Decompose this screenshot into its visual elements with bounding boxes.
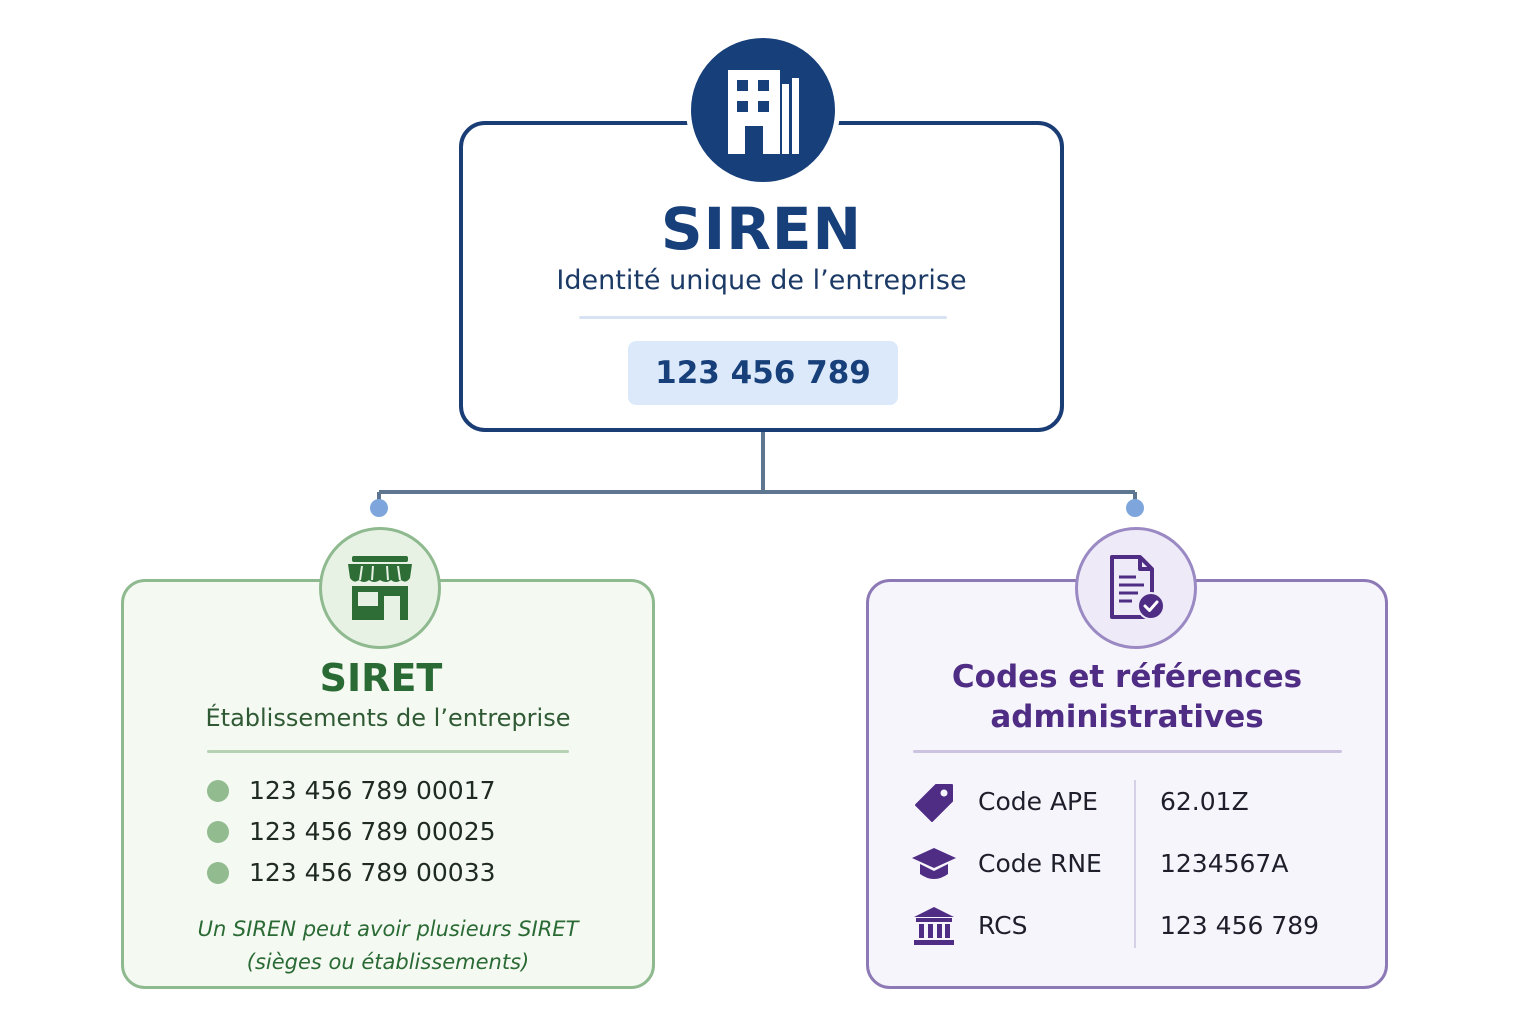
tag-icon [910, 780, 958, 824]
code-value: 1234567A [1160, 849, 1289, 878]
codes-title-line2: administratives [990, 699, 1264, 735]
bank-building-icon [910, 904, 958, 948]
codes-title: Codes et références administratives [866, 657, 1388, 737]
siren-icon-badge [686, 33, 840, 187]
graduation-cap-icon [910, 842, 958, 886]
connector-left-dot [370, 499, 388, 517]
document-check-icon [1110, 555, 1165, 620]
siret-note-line2: (sièges ou établissements) [246, 950, 530, 974]
codes-row-rcs: RCS 123 456 789 [910, 901, 1370, 951]
codes-icon-badge [1075, 527, 1197, 649]
bullet-dot-icon [207, 861, 229, 884]
siret-number: 123 456 789 00017 [249, 776, 496, 805]
siren-divider [579, 316, 947, 319]
code-value: 62.01Z [1160, 787, 1249, 816]
code-label: RCS [978, 911, 1028, 940]
codes-row-ape: Code APE 62.01Z [910, 777, 1370, 827]
siret-icon-badge [319, 527, 441, 649]
storefront-icon [348, 556, 412, 620]
siret-number: 123 456 789 00033 [249, 858, 496, 887]
codes-column-divider [1134, 780, 1136, 948]
siret-list-item: 123 456 789 00033 [207, 852, 627, 893]
siret-number: 123 456 789 00025 [249, 817, 496, 846]
code-label: Code RNE [978, 849, 1102, 878]
siret-title: SIRET [319, 656, 443, 700]
codes-title-line1: Codes et références [951, 659, 1303, 695]
siren-subtitle: Identité unique de l’entreprise [556, 265, 967, 296]
siren-title: SIREN [660, 195, 863, 263]
bullet-dot-icon [207, 820, 229, 843]
codes-divider [913, 750, 1342, 753]
siren-number-badge: 123 456 789 [628, 341, 898, 405]
siret-list-item: 123 456 789 00017 [207, 770, 627, 811]
codes-row-rne: Code RNE 1234567A [910, 839, 1370, 889]
siret-list: 123 456 789 00017 123 456 789 00025 123 … [207, 770, 627, 893]
siret-list-item: 123 456 789 00025 [207, 811, 627, 852]
code-label: Code APE [978, 787, 1098, 816]
siret-note-line1: Un SIREN peut avoir plusieurs SIRET [197, 917, 579, 941]
connector-right-dot [1126, 499, 1144, 517]
siret-divider [207, 750, 569, 753]
siret-note: Un SIREN peut avoir plusieurs SIRET (siè… [121, 913, 655, 979]
building-icon [728, 70, 799, 154]
siret-subtitle: Établissements de l’entreprise [205, 704, 571, 732]
code-value: 123 456 789 [1160, 911, 1320, 940]
bullet-dot-icon [207, 779, 229, 802]
